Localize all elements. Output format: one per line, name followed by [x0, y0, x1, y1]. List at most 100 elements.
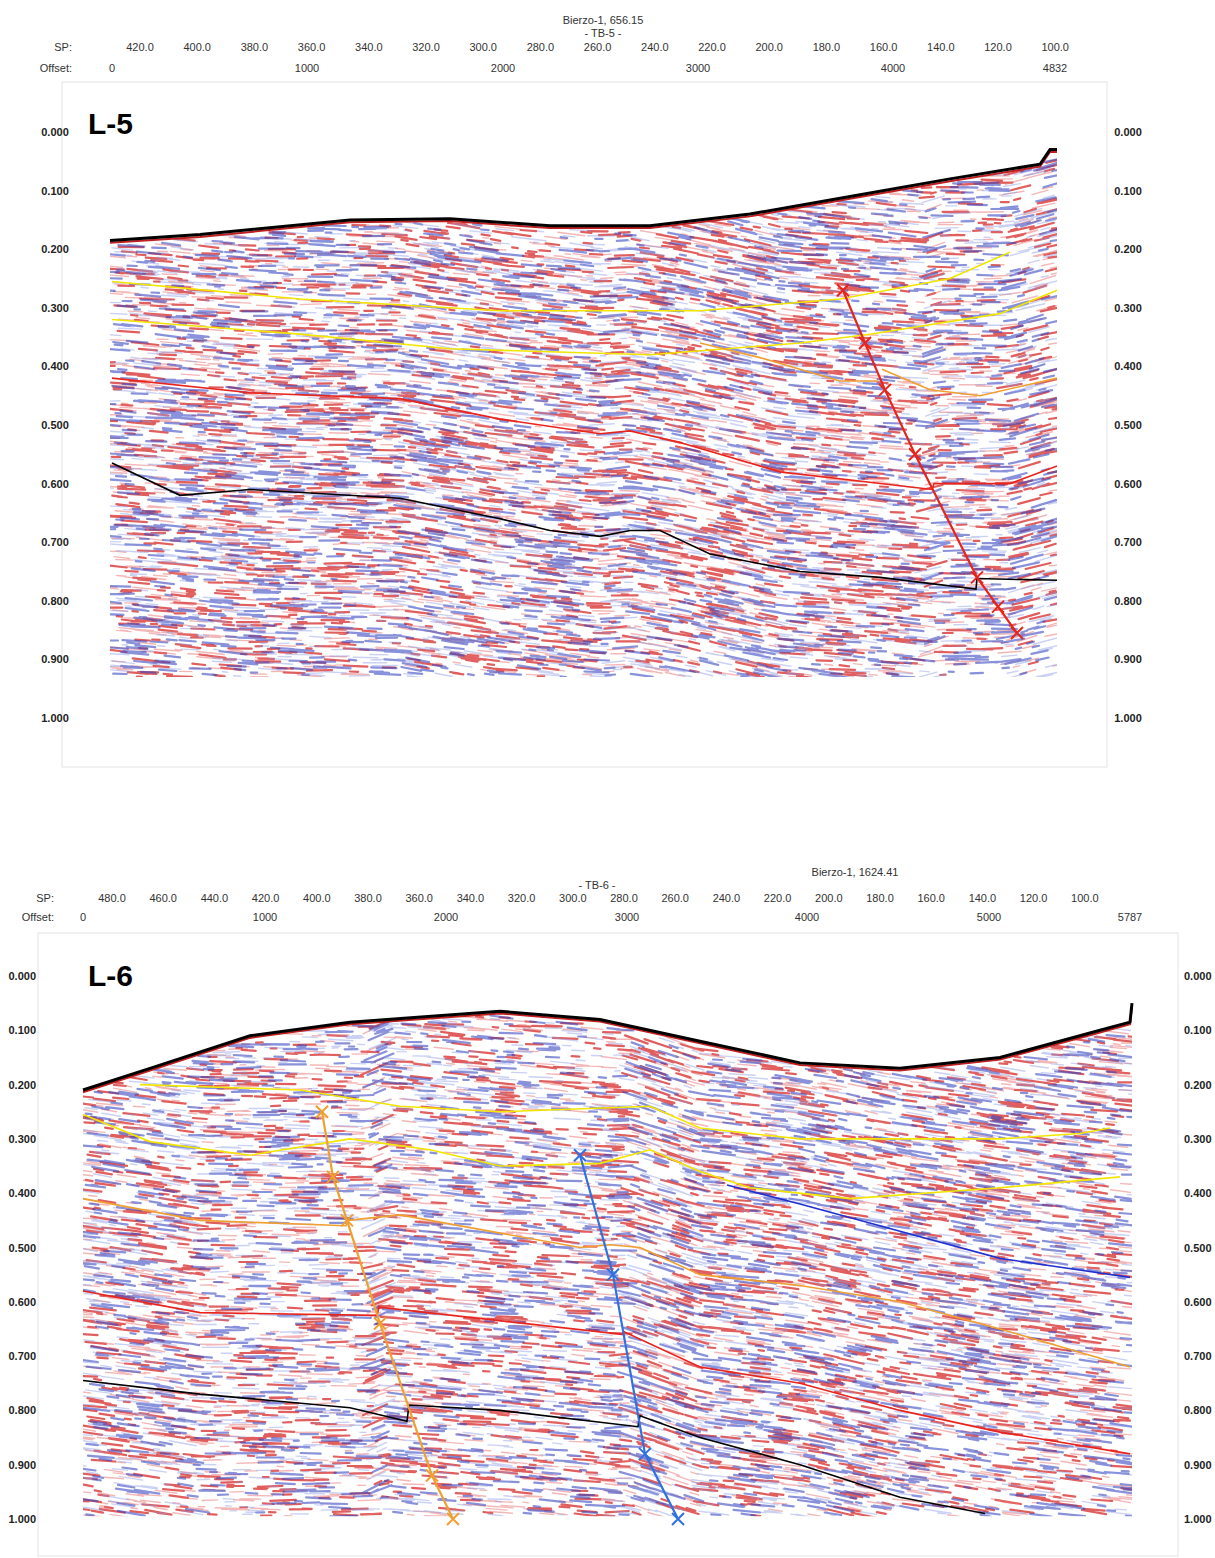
fault-marker [992, 601, 1004, 613]
offset-value: 3000 [615, 912, 639, 923]
shotpoint-value: 200.0 [755, 42, 783, 53]
horizon-line [83, 1114, 1120, 1198]
time-value: 0.400 [1114, 361, 1142, 372]
shotpoint-value: 300.0 [469, 42, 497, 53]
time-value: 0.100 [41, 185, 69, 196]
time-value: 0.600 [8, 1296, 36, 1307]
time-value: 0.300 [1114, 302, 1142, 313]
time-value: 0.900 [1184, 1459, 1212, 1470]
shotpoint-value: 260.0 [661, 893, 689, 904]
seismic-trace [73, 1019, 1143, 1518]
time-value: 0.800 [8, 1405, 36, 1416]
horizon-line [112, 290, 1057, 354]
shotpoint-value: 480.0 [98, 893, 126, 904]
fault-marker [447, 1513, 459, 1525]
fault-marker [639, 1448, 651, 1460]
time-value: 0.800 [41, 595, 69, 606]
time-value: 0.900 [1114, 654, 1142, 665]
axis-caption: Offset: [40, 63, 72, 74]
time-value: 0.500 [1114, 420, 1142, 431]
time-value: 1.000 [8, 1514, 36, 1525]
shotpoint-value: 340.0 [355, 42, 383, 53]
offset-value: 5787 [1118, 912, 1142, 923]
time-value: 1.000 [1114, 713, 1142, 724]
time-value: 0.200 [41, 244, 69, 255]
time-value: 0.800 [1184, 1405, 1212, 1416]
seismic-trace [73, 1017, 1145, 1519]
horizon-line [112, 463, 1057, 589]
shotpoint-value: 140.0 [927, 42, 955, 53]
time-value: 0.300 [41, 302, 69, 313]
horizon-line [83, 1199, 1130, 1367]
seafloor-line [83, 1003, 1132, 1090]
shotpoint-value: 400.0 [183, 42, 211, 53]
time-value: 0.900 [41, 654, 69, 665]
time-value: 1.000 [1184, 1514, 1212, 1525]
fault-marker [341, 1214, 353, 1226]
time-value: 0.200 [1184, 1079, 1212, 1090]
time-value: 0.000 [1184, 971, 1212, 982]
time-value: 0.500 [1184, 1242, 1212, 1253]
shotpoint-value: 240.0 [641, 42, 669, 53]
time-value: 0.100 [8, 1025, 36, 1036]
shotpoint-value: 280.0 [610, 893, 638, 904]
shotpoint-value: 220.0 [764, 893, 792, 904]
shotpoint-value: 180.0 [813, 42, 841, 53]
panel-frame [62, 82, 1107, 767]
shotpoint-value: 120.0 [984, 42, 1012, 53]
shotpoint-value: 240.0 [713, 893, 741, 904]
time-value: 0.400 [1184, 1188, 1212, 1199]
panel-name: L-6 [88, 961, 133, 991]
fault-marker [374, 1318, 386, 1330]
time-value: 0.000 [1114, 127, 1142, 138]
shotpoint-value: 460.0 [149, 893, 177, 904]
time-value: 0.100 [1114, 185, 1142, 196]
time-value: 0.700 [8, 1351, 36, 1362]
offset-value: 4000 [881, 63, 905, 74]
shotpoint-value: 420.0 [126, 42, 154, 53]
horizon-line [727, 1185, 1130, 1277]
axis-caption: SP: [36, 893, 54, 904]
shotpoint-value: 280.0 [527, 42, 555, 53]
axis-caption: SP: [54, 42, 72, 53]
shotpoint-value: 320.0 [412, 42, 440, 53]
horizon-line [112, 252, 1010, 311]
time-value: 0.700 [1184, 1351, 1212, 1362]
fault-marker [426, 1470, 438, 1482]
shotpoint-value: 300.0 [559, 893, 587, 904]
offset-value: 0 [109, 63, 115, 74]
time-value: 0.600 [1114, 478, 1142, 489]
fault-marker [327, 1171, 339, 1183]
shotpoint-value: 100.0 [1041, 42, 1069, 53]
offset-value: 5000 [977, 912, 1001, 923]
shotpoint-value: 360.0 [298, 42, 326, 53]
shotpoint-value: 220.0 [698, 42, 726, 53]
fault-marker [574, 1149, 586, 1161]
time-value: 0.600 [41, 478, 69, 489]
time-value: 0.700 [41, 537, 69, 548]
shotpoint-value: 100.0 [1071, 893, 1099, 904]
fault-marker [607, 1269, 619, 1281]
horizon-line [140, 1085, 1110, 1139]
shotpoint-value: 160.0 [917, 893, 945, 904]
shotpoint-value: 120.0 [1020, 893, 1048, 904]
horizon-line [882, 369, 1057, 395]
fault-line [322, 1112, 453, 1519]
fault-marker [859, 337, 871, 349]
time-value: 0.400 [41, 361, 69, 372]
fault-line [843, 290, 1017, 633]
line-name: - TB-6 - [578, 880, 615, 891]
shotpoint-value: 340.0 [457, 893, 485, 904]
shotpoint-value: 200.0 [815, 893, 843, 904]
time-value: 0.000 [41, 127, 69, 138]
horizon-line [112, 378, 1057, 489]
fault-marker [837, 284, 849, 296]
shotpoint-value: 160.0 [870, 42, 898, 53]
offset-value: 3000 [686, 63, 710, 74]
shotpoint-value: 420.0 [252, 893, 280, 904]
panel-name: L-5 [88, 109, 133, 139]
fault-marker [316, 1106, 328, 1118]
shotpoint-value: 380.0 [241, 42, 269, 53]
shotpoint-value: 320.0 [508, 893, 536, 904]
